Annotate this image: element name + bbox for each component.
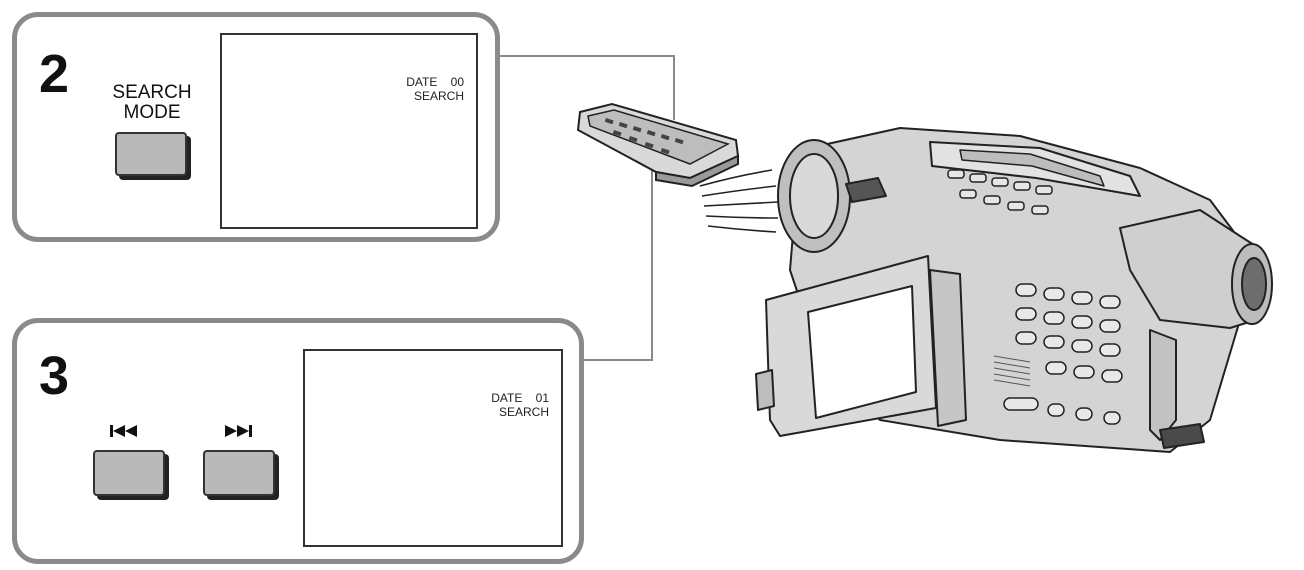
search-mode-label: SEARCH MODE (97, 83, 207, 123)
search-indicator: SEARCH (413, 89, 464, 103)
step-number: 2 (39, 44, 70, 104)
date-indicator: DATE 00 (406, 75, 464, 89)
ir-signal-icon (699, 169, 779, 233)
skip-previous-button[interactable] (93, 450, 165, 496)
remote-control-icon (576, 102, 740, 188)
display-screen: DATE 01 SEARCH (303, 349, 563, 547)
search-indicator: SEARCH (498, 405, 549, 419)
screen-indicator: DATE 01 SEARCH (491, 391, 549, 419)
step-number: 3 (39, 346, 70, 406)
skip-next-button[interactable] (203, 450, 275, 496)
step-3-panel: 3 DATE 01 SEARCH (12, 318, 584, 564)
screen-indicator: DATE 00 SEARCH (406, 75, 464, 103)
skip-next-icon (223, 423, 253, 443)
search-mode-label-line2: MODE (123, 102, 181, 123)
search-mode-label-line1: SEARCH (112, 82, 192, 103)
connector-lines (500, 55, 675, 361)
date-indicator: DATE 01 (491, 391, 549, 405)
camcorder-icon (755, 127, 1273, 453)
step-2-panel: 2 SEARCH MODE DATE 00 SEARCH (12, 12, 500, 242)
display-screen: DATE 00 SEARCH (220, 33, 478, 229)
skip-previous-icon (109, 423, 139, 443)
search-mode-button[interactable] (115, 132, 187, 176)
